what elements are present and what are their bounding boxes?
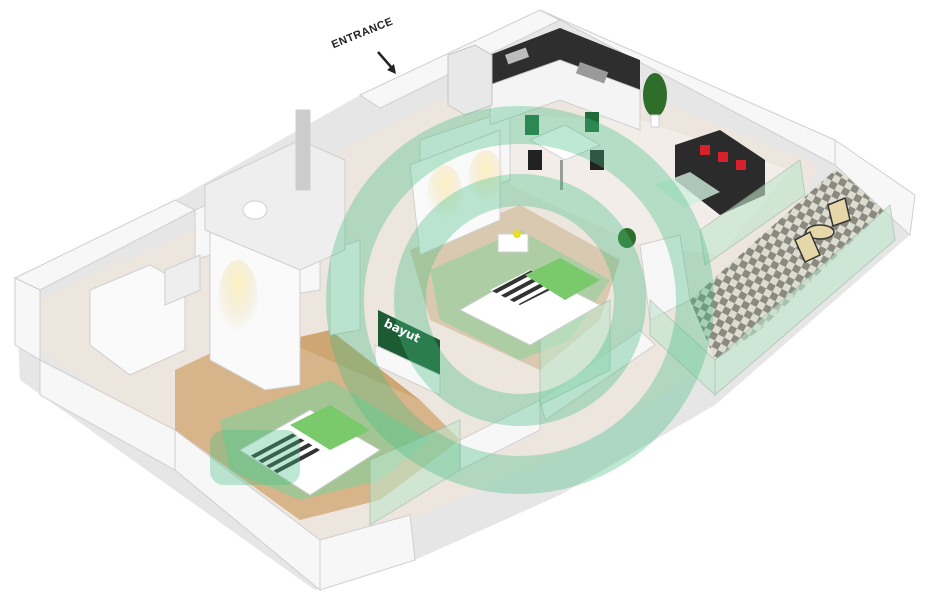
bed-bedroom-2	[458, 230, 602, 346]
watermark	[210, 106, 714, 494]
dining-set	[525, 112, 604, 190]
plant-living	[643, 73, 667, 128]
wall-lamp-glow-3	[468, 150, 504, 210]
kitchen-counter	[489, 28, 641, 131]
fridge	[447, 44, 493, 116]
bathroom	[204, 109, 346, 271]
wall-lamp-glow	[218, 260, 258, 340]
balcony-furniture	[794, 196, 851, 263]
wall-lamp-glow-2	[427, 165, 463, 225]
coffee-table	[655, 172, 720, 208]
entrance-arrow-icon	[377, 51, 393, 69]
plant-bedroom	[618, 228, 636, 248]
bed-bedroom-1	[239, 405, 381, 496]
laundry	[164, 254, 201, 306]
tv-unit	[374, 310, 441, 396]
entrance-arrow-head	[387, 64, 396, 74]
